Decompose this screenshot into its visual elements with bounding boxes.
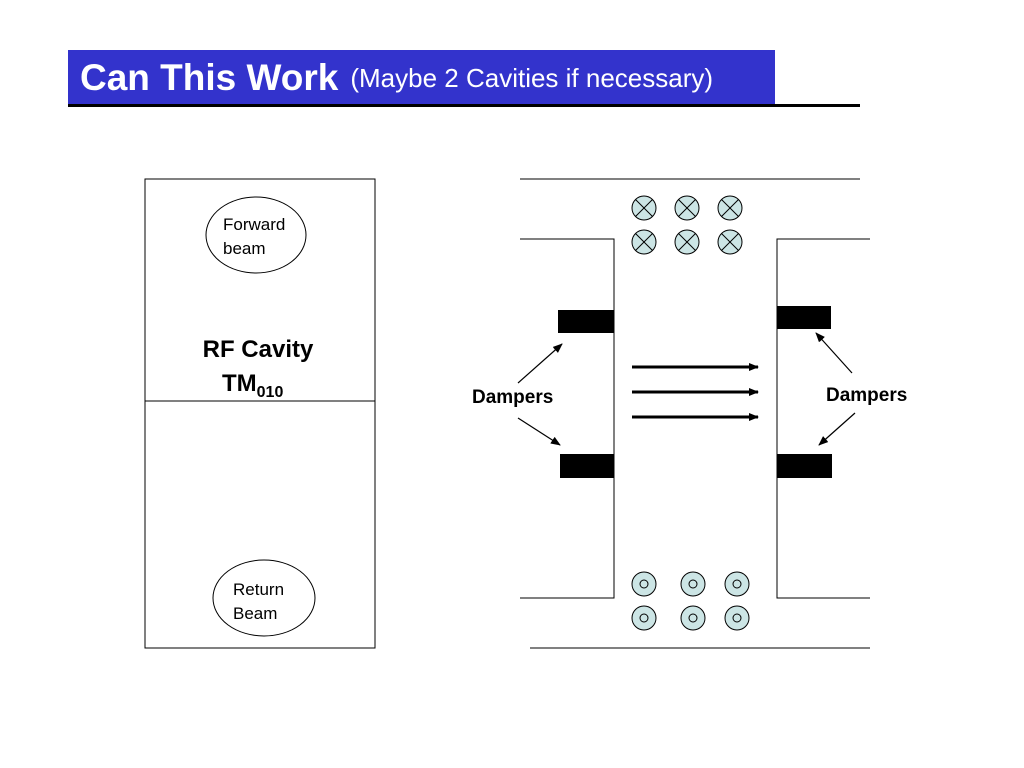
beamline-right-channel — [776, 238, 870, 599]
field-into-marker — [674, 195, 700, 221]
field-out-marker — [724, 571, 750, 597]
damper-pointer-left-top — [517, 343, 563, 384]
damper-right-top — [777, 306, 831, 329]
beamline-left-channel — [520, 238, 615, 599]
damper-pointer-right-bottom — [818, 412, 856, 446]
field-into-marker — [631, 229, 657, 255]
field-out-marker — [680, 605, 706, 631]
cavity-outline — [144, 178, 376, 649]
dampers-label-left: Dampers — [472, 387, 553, 408]
field-into-marker — [717, 229, 743, 255]
return-beam-label-line1: Return — [233, 580, 284, 599]
forward-beam-label-line1: Forward — [223, 215, 285, 234]
cavity-mode: TM010 — [222, 370, 283, 401]
field-out-of-page — [631, 571, 750, 631]
dampers-label-right: Dampers — [826, 385, 907, 406]
field-out-marker — [724, 605, 750, 631]
damper-right-bottom — [777, 454, 832, 478]
field-out-marker — [631, 605, 657, 631]
cavity-mode-subscript: 010 — [257, 384, 284, 401]
field-into-marker — [674, 229, 700, 255]
field-out-marker — [631, 571, 657, 597]
field-into-page — [631, 195, 743, 255]
damper-pointer-right-top — [815, 332, 853, 374]
beamline — [520, 178, 870, 649]
damper-pointer-left-bottom — [517, 417, 561, 446]
slide-subtitle: (Maybe 2 Cavities if necessary) — [350, 62, 714, 93]
dampers — [558, 306, 832, 478]
title-bar: Can This Work (Maybe 2 Cavities if neces… — [68, 50, 775, 106]
title-underline — [68, 104, 860, 107]
cavity-mode-base: TM — [222, 370, 257, 397]
cavity-name: RF Cavity — [203, 336, 314, 363]
damper-left-top — [558, 310, 614, 333]
return-beam-label-line2: Beam — [233, 604, 277, 623]
field-into-marker — [631, 195, 657, 221]
forward-beam-label-line2: beam — [223, 239, 266, 258]
damper-left-bottom — [560, 454, 614, 478]
forward-beam-ellipse — [205, 196, 307, 274]
field-into-marker — [717, 195, 743, 221]
field-out-marker — [680, 571, 706, 597]
return-beam-ellipse — [212, 559, 316, 637]
slide-title: Can This Work — [80, 57, 339, 98]
rf-cavity: Forward beam RF Cavity TM010 Return Beam — [144, 178, 376, 649]
